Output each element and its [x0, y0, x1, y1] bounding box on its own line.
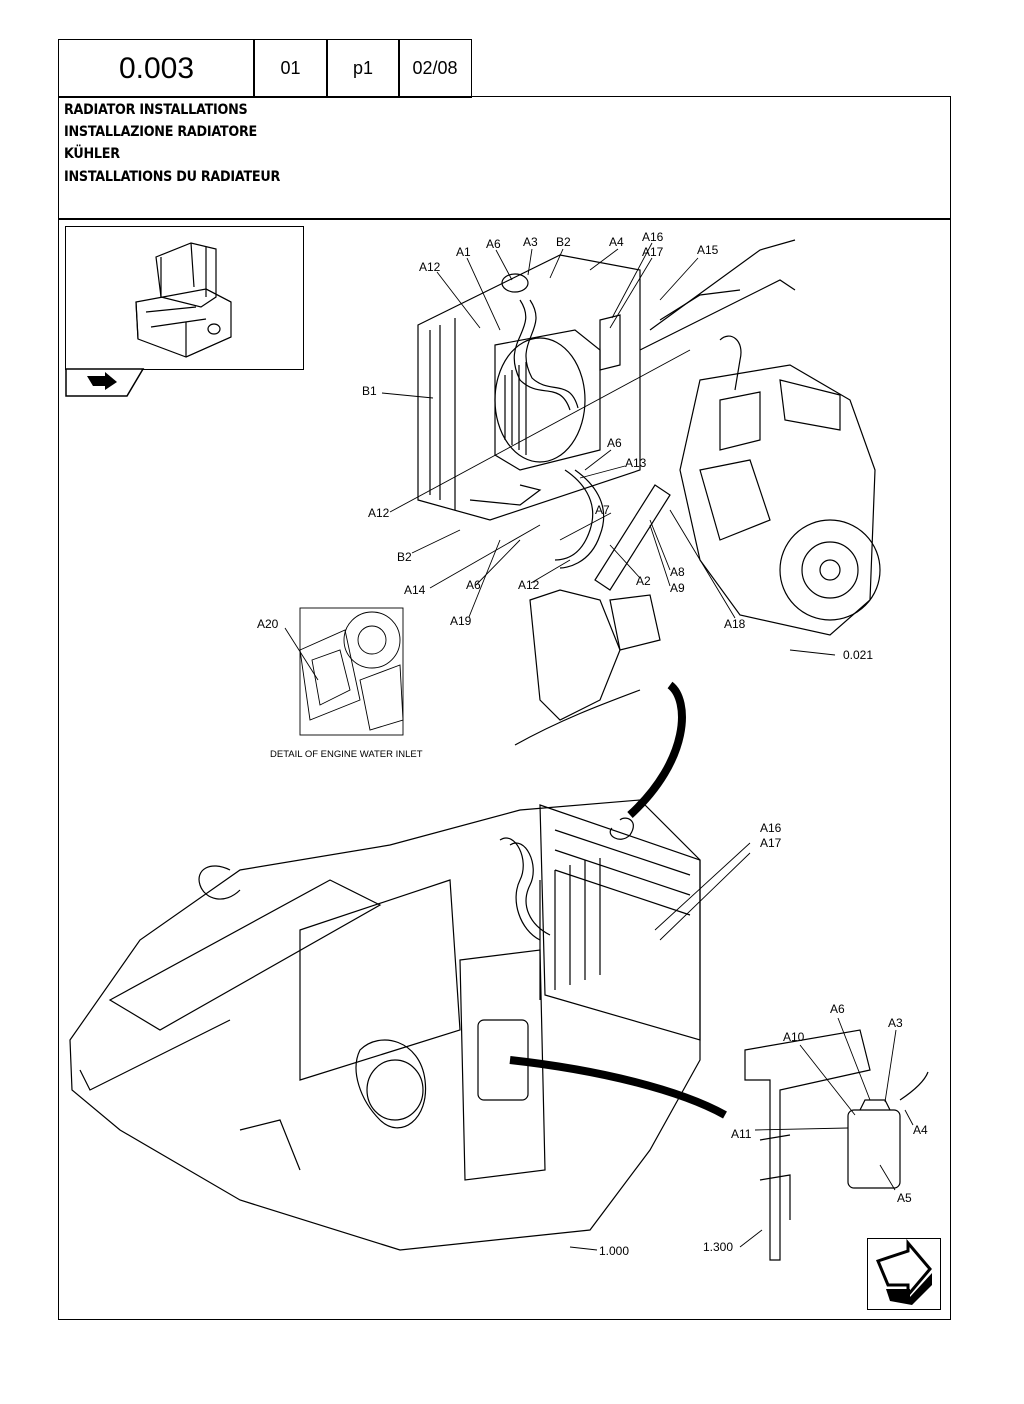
section-number: 01	[280, 58, 301, 78]
callout-label: A9	[670, 581, 685, 595]
reference-label: 0.021	[843, 648, 873, 662]
callout-label: A16	[642, 230, 664, 244]
callout-label: A1	[456, 245, 471, 259]
callout-label: B1	[362, 384, 377, 398]
callout-label: A4	[609, 235, 624, 249]
callout-label: A6	[607, 436, 622, 450]
title-de: KÜHLER	[64, 146, 120, 162]
arrow-icon	[87, 372, 117, 390]
callout-label: A12	[518, 578, 540, 592]
callout-label: A17	[642, 245, 664, 259]
page-cell: p1	[326, 39, 400, 98]
callout-label: A3	[523, 235, 538, 249]
callout-label: B2	[397, 550, 412, 564]
callout-label: A6	[466, 578, 481, 592]
callout-label: A2	[636, 574, 651, 588]
ref-number: 0.003	[118, 51, 195, 85]
machine-thumbnail-box	[65, 226, 304, 370]
callout-label: A18	[724, 617, 746, 631]
callout-label: A13	[625, 456, 647, 470]
callout-label: A4	[913, 1123, 928, 1137]
reference-label: 1.300	[703, 1240, 733, 1254]
title-en: RADIATOR INSTALLATIONS	[64, 102, 248, 118]
callout-label: A6	[830, 1002, 845, 1016]
callout-label: A12	[419, 260, 441, 274]
title-fr: INSTALLATIONS DU RADIATEUR	[64, 169, 281, 185]
excavator-thumbnail-icon	[135, 242, 232, 358]
next-page-arrow-icon	[875, 1238, 932, 1305]
callout-label: A3	[888, 1016, 903, 1030]
callout-label: A5	[897, 1191, 912, 1205]
reference-label: 1.000	[599, 1244, 629, 1258]
callout-label: A8	[670, 565, 685, 579]
callout-label: A16	[760, 821, 782, 835]
next-page-button[interactable]	[867, 1238, 941, 1310]
title-it: INSTALLAZIONE RADIATORE	[64, 124, 257, 140]
detail-caption: DETAIL OF ENGINE WATER INLET	[270, 749, 423, 760]
date-cell: 02/08	[398, 39, 472, 98]
ref-number-cell: 0.003	[58, 39, 255, 98]
callout-label: A19	[450, 614, 472, 628]
title-box	[58, 96, 951, 220]
drawing-frame	[58, 218, 951, 1320]
callout-label: A10	[783, 1030, 805, 1044]
page-number: p1	[352, 58, 374, 78]
callout-label: A14	[404, 583, 426, 597]
callout-label: B2	[556, 235, 571, 249]
callout-label: A17	[760, 836, 782, 850]
callout-label: A20	[257, 617, 279, 631]
view-arrow-tab	[65, 368, 145, 403]
callout-label: A11	[731, 1127, 752, 1141]
callout-label: A6	[486, 237, 501, 251]
callout-label: A7	[595, 503, 610, 517]
callout-label: A12	[368, 506, 390, 520]
section-cell: 01	[253, 39, 328, 98]
callout-label: A15	[697, 243, 719, 257]
date: 02/08	[412, 58, 458, 78]
